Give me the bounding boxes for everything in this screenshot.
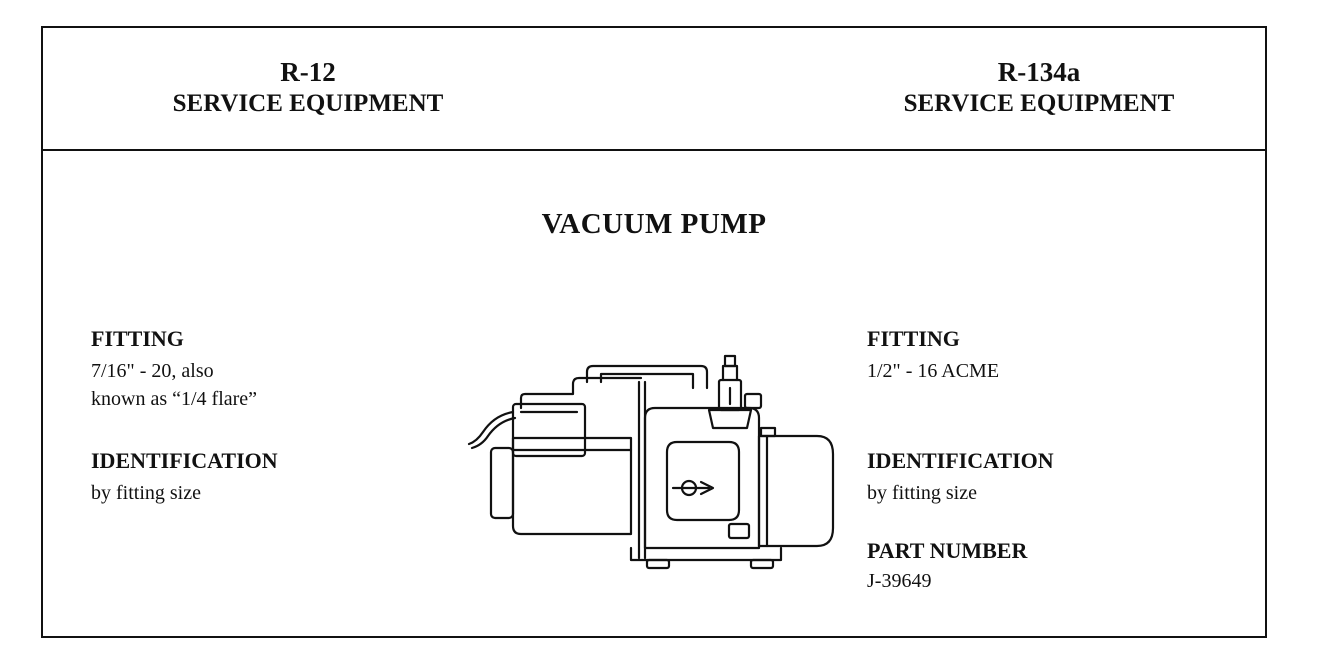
section-title: VACUUM PUMP [541,208,767,240]
r12-identification-value: by fitting size [91,482,201,504]
r134a-subtitle: SERVICE EQUIPMENT [903,90,1175,117]
r134a-part-number-value: J-39649 [867,570,932,592]
r134a-fitting-value: 1/2" - 16 ACME [867,360,1000,382]
r12-subtitle: SERVICE EQUIPMENT [172,90,444,117]
r12-model-label: R-12 [280,57,336,87]
r12-fitting-label: FITTING [91,326,184,351]
r134a-model-label: R-134a [997,57,1081,87]
r134a-identification-label: IDENTIFICATION [867,448,1054,473]
header-divider [43,149,1265,151]
r12-identification-label: IDENTIFICATION [91,448,278,473]
r134a-column-header: R-134a SERVICE EQUIPMENT [869,56,1209,120]
vacuum-pump-icon [467,354,835,570]
r134a-part-number-label: PART NUMBER [867,538,1028,563]
r134a-identification-value: by fitting size [867,482,977,504]
r12-fitting-line2: known as “1/4 flare” [91,388,258,410]
r12-column-header: R-12 SERVICE EQUIPMENT [143,56,473,120]
r134a-fitting-label: FITTING [867,326,960,351]
service-equipment-table: R-12 SERVICE EQUIPMENT R-134a SERVICE EQ… [41,26,1267,638]
r12-fitting-line1: 7/16" - 20, also [91,360,214,382]
